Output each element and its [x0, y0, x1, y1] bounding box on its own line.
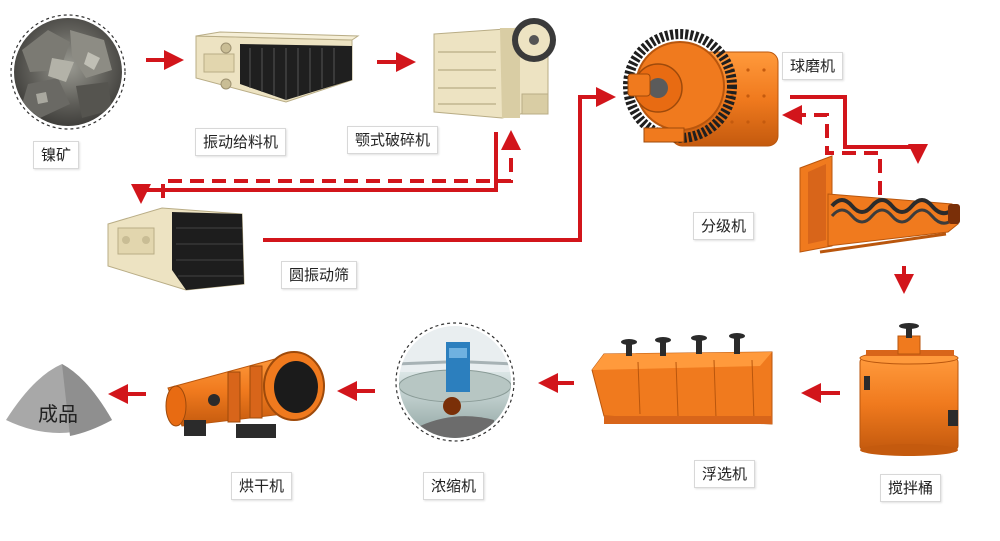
ball-mill-image [623, 29, 779, 147]
label-vibrating-feeder: 振动给料机 [195, 128, 287, 156]
label-product: 成品 [38, 402, 78, 426]
label-agitator-tank: 搅拌桶 [880, 474, 942, 502]
arrow-jaw-to-screen [131, 132, 498, 204]
arrow-ballmill-to-classifier [790, 95, 928, 164]
label-thickener: 浓缩机 [423, 472, 485, 500]
label-vibrating-screen: 圆振动筛 [281, 261, 358, 289]
arrow-screen-return-to-jaw [161, 130, 521, 198]
agitator-tank-image [859, 323, 959, 456]
flotation-machine-image [591, 333, 773, 425]
label-flotation-machine: 浮选机 [694, 460, 756, 488]
rotary-dryer-image [165, 351, 325, 438]
label-ore: 镍矿 [33, 141, 80, 169]
label-jaw-crusher: 颚式破碎机 [347, 126, 439, 154]
vibrating-feeder-image [195, 31, 360, 103]
flow-arrows [108, 50, 928, 404]
vibrating-screen-image [107, 207, 245, 291]
label-ball-mill: 球磨机 [782, 52, 844, 80]
spiral-classifier-image [799, 155, 960, 254]
arrow-classifier-return-to-ballmill [782, 105, 882, 195]
jaw-crusher-image [433, 18, 556, 119]
product-pile [6, 364, 112, 436]
ore-image [10, 14, 126, 130]
thickener-image [395, 322, 515, 442]
label-classifier: 分级机 [693, 212, 755, 240]
arrow-screen-to-ballmill [263, 87, 616, 242]
label-rotary-dryer: 烘干机 [231, 472, 293, 500]
